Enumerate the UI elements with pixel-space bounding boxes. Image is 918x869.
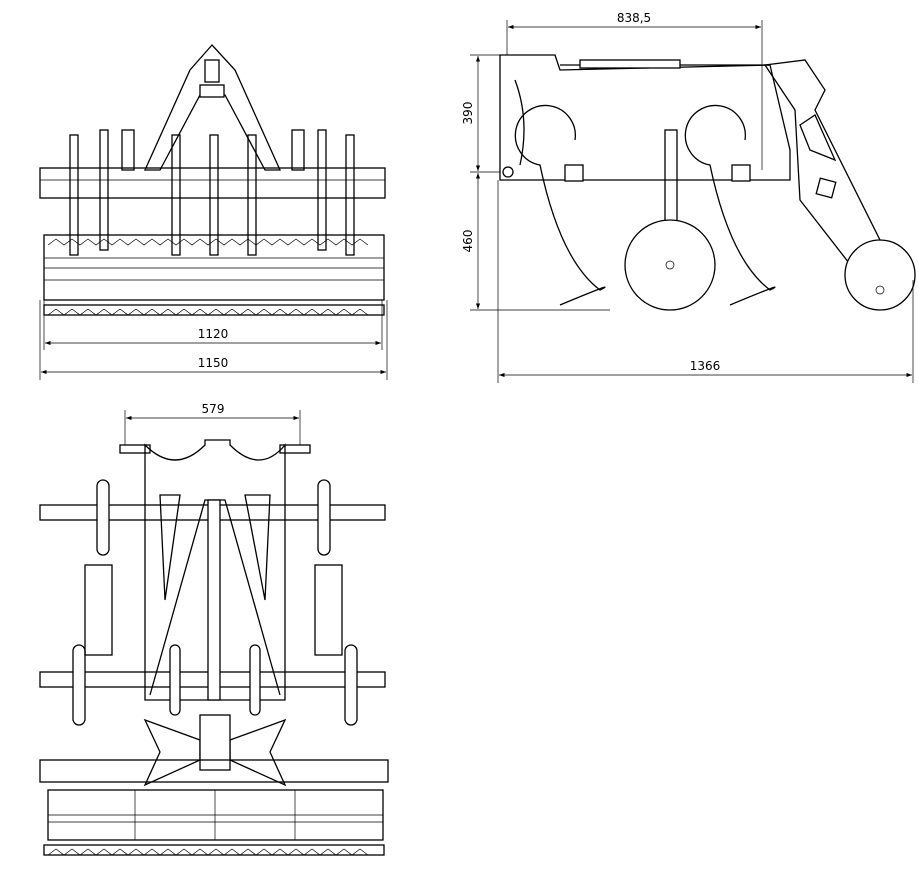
dimension-label-1366: 1366 <box>690 359 721 373</box>
dimension-label-1150: 1150 <box>198 356 229 370</box>
top-view: 579 <box>39 402 389 856</box>
dimension-label-1120: 1120 <box>198 327 229 341</box>
side-view: 838,5 390 460 1366 <box>461 11 916 383</box>
dimension-label-390: 390 <box>461 102 475 125</box>
front-view: 1120 1150 <box>39 44 388 380</box>
dimension-label-838: 838,5 <box>617 11 651 25</box>
dimension-label-460: 460 <box>461 230 475 253</box>
dimension-label-579: 579 <box>202 402 225 416</box>
